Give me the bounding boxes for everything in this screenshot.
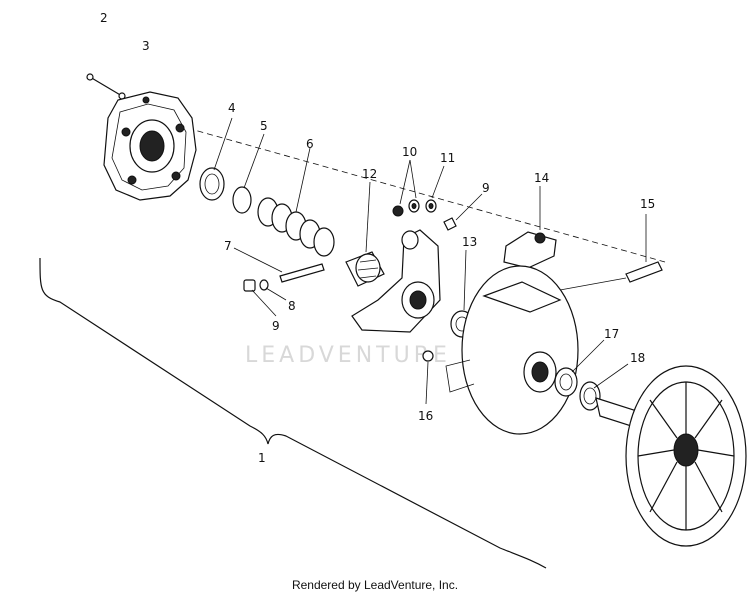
nut-part-lower — [243, 279, 256, 292]
callout-8: 8 — [288, 299, 296, 313]
callout-14: 14 — [534, 171, 549, 185]
fixed-sheave-part — [595, 365, 747, 547]
small-nut-part — [422, 350, 434, 362]
assembly-axis — [129, 111, 666, 263]
spring-part — [257, 197, 335, 257]
pin-part — [279, 263, 325, 283]
callout-9-upper: 9 — [482, 181, 490, 195]
spacer-ring-part — [579, 381, 601, 411]
callout-11: 11 — [440, 151, 455, 165]
assembly-brace — [39, 257, 547, 569]
callout-12: 12 — [362, 167, 377, 181]
callout-3: 3 — [142, 39, 150, 53]
callout-labels: 2 3 4 5 6 7 8 9 10 11 9 12 13 14 15 16 1… — [100, 11, 655, 465]
callout-1: 1 — [258, 451, 266, 465]
roller-bushings-part — [392, 199, 437, 217]
movable-sheave-part — [445, 265, 579, 435]
screw-part-upper — [443, 217, 457, 231]
callout-10: 10 — [402, 145, 417, 159]
cover-housing-part — [103, 91, 197, 201]
long-bolt-part — [559, 261, 663, 291]
leader-lines — [213, 117, 647, 405]
footer-credit: Rendered by LeadVenture, Inc. — [291, 578, 459, 592]
callout-5: 5 — [260, 119, 268, 133]
callout-6: 6 — [306, 137, 314, 151]
callout-2: 2 — [100, 11, 108, 25]
callout-16: 16 — [418, 409, 433, 423]
callout-18: 18 — [630, 351, 645, 365]
callout-13: 13 — [462, 235, 477, 249]
sheave-bushing-part — [554, 367, 578, 397]
washer-part — [259, 279, 269, 291]
spider-arm-part — [351, 229, 441, 333]
cam-roller-part — [345, 251, 385, 287]
callout-9-lower: 9 — [272, 319, 280, 333]
bushing-ring-part — [199, 167, 225, 201]
watermark: LEADVENTURE — [245, 343, 451, 368]
bolt-part — [86, 73, 126, 100]
weight-shim-part — [503, 231, 557, 269]
callout-7: 7 — [224, 239, 232, 253]
snap-ring-part — [232, 186, 252, 214]
callout-15: 15 — [640, 197, 655, 211]
callout-17: 17 — [604, 327, 619, 341]
callout-4: 4 — [228, 101, 236, 115]
